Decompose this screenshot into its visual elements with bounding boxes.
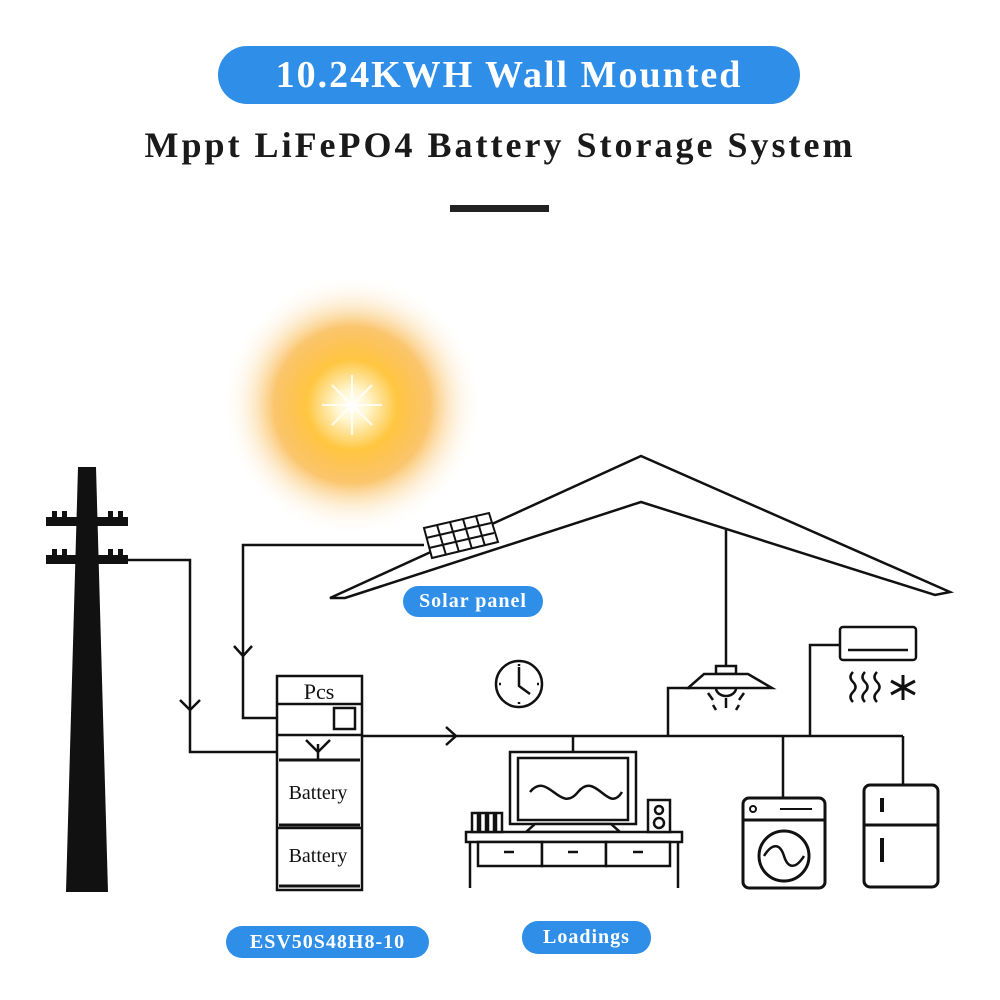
- solar-panel-icon: [422, 511, 500, 560]
- tv-cabinet-icon: [464, 750, 684, 888]
- pcs-label: Pcs: [304, 679, 335, 704]
- washing-machine-icon: [741, 796, 827, 890]
- sun-icon: [222, 275, 482, 535]
- battery-label-2: Battery: [289, 845, 348, 867]
- utility-pole-icon: [46, 467, 128, 892]
- title-divider: [450, 205, 549, 212]
- house-roof: [329, 454, 955, 600]
- model-label: ESV50S48H8-10: [226, 926, 429, 958]
- page-title: 10.24KWH Wall Mounted: [218, 46, 800, 104]
- page-subtitle: Mppt LiFePO4 Battery Storage System: [144, 125, 856, 165]
- battery-label-1: Battery: [289, 782, 348, 804]
- battery-tower: [275, 674, 364, 892]
- loadings-label: Loadings: [522, 921, 651, 954]
- refrigerator-icon: [862, 783, 940, 889]
- solar-panel-label: Solar panel: [403, 586, 543, 617]
- wiring: [128, 530, 905, 798]
- clock-icon: [494, 659, 544, 709]
- air-conditioner-icon: [838, 625, 918, 703]
- ceiling-lamp-icon: [684, 664, 777, 711]
- pcs-display-icon: [332, 706, 357, 731]
